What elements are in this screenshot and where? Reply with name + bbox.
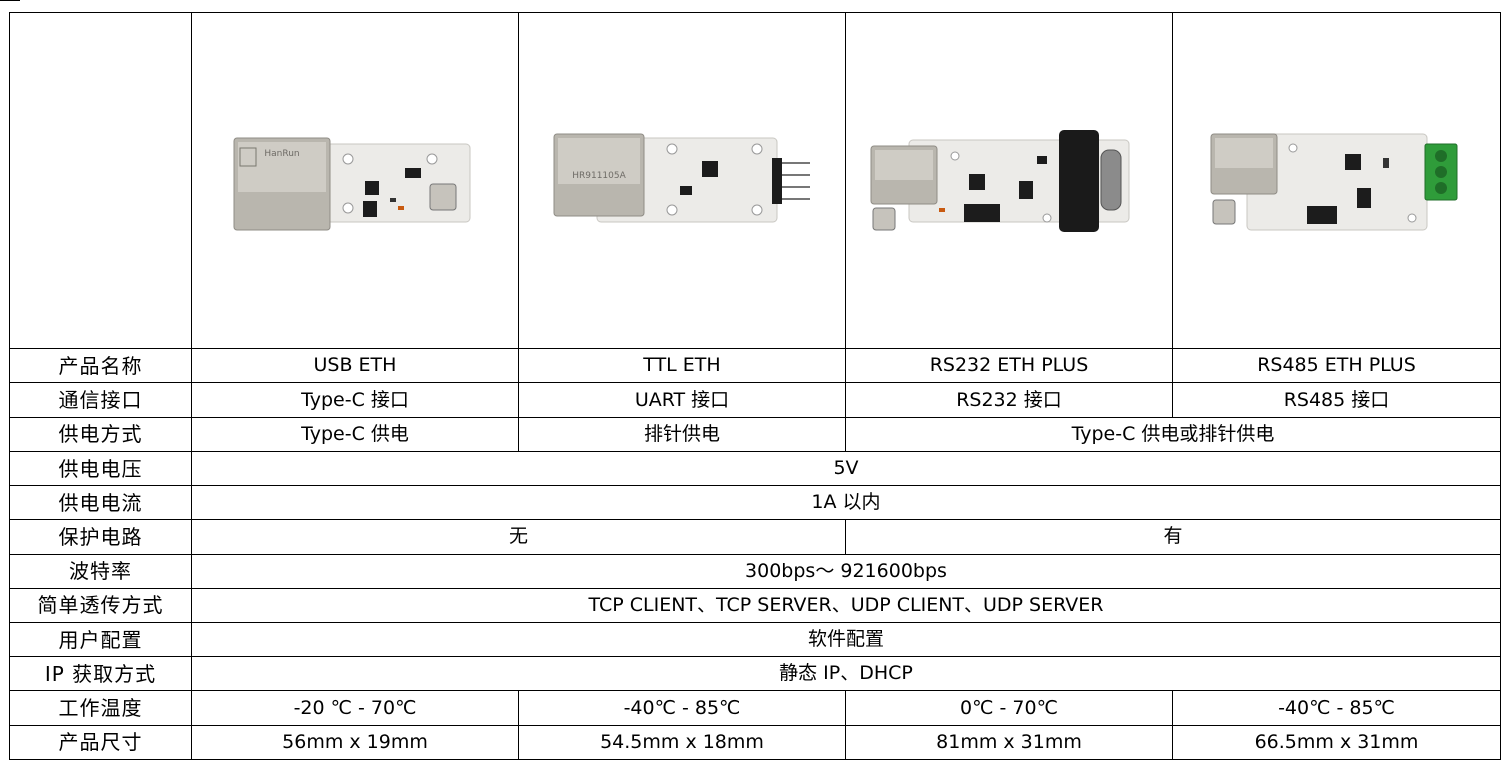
cell-name-rs232: RS232 ETH PLUS xyxy=(845,348,1173,384)
cell-temp-usb: -20 ℃ - 70℃ xyxy=(191,690,519,726)
row-voltage: 供电电压 5V xyxy=(9,450,1501,487)
cell-protection-no: 无 xyxy=(191,519,846,555)
ttl-eth-photo-cell: HR911105A xyxy=(518,11,846,350)
row-label-ip: IP 获取方式 xyxy=(9,656,192,692)
corner-mark xyxy=(0,0,20,1)
row-protection: 保护电路 无 有 xyxy=(9,519,1501,555)
cell-current: 1A 以内 xyxy=(191,485,1501,521)
jack-part-label: HR911105A xyxy=(572,171,626,181)
cell-interface-rs232: RS232 接口 xyxy=(845,382,1173,418)
spec-table: HanRun HR911105A xyxy=(9,11,1501,761)
usb-eth-board-image: HanRun xyxy=(233,137,471,231)
image-row: HanRun HR911105A xyxy=(9,11,1501,350)
image-row-header-cell xyxy=(9,11,192,350)
cell-size-rs232: 81mm x 31mm xyxy=(845,724,1173,761)
cell-size-usb: 56mm x 19mm xyxy=(191,724,519,761)
row-label-transparent: 简单透传方式 xyxy=(9,587,192,624)
row-baud: 波特率 300bps～ 921600bps xyxy=(9,553,1501,589)
cell-name-usb: USB ETH xyxy=(191,348,519,384)
cell-voltage: 5V xyxy=(191,450,1501,487)
row-transparent: 简单透传方式 TCP CLIENT、TCP SERVER、UDP CLIENT、… xyxy=(9,587,1501,624)
cell-temp-rs485: -40℃ - 85℃ xyxy=(1172,690,1501,726)
cell-interface-ttl: UART 接口 xyxy=(518,382,846,418)
rs232-eth-plus-board-image xyxy=(870,129,1130,232)
usb-eth-photo-cell: HanRun xyxy=(191,11,519,350)
row-current: 供电电流 1A 以内 xyxy=(9,485,1501,521)
row-product-name: 产品名称 USB ETH TTL ETH RS232 ETH PLUS RS48… xyxy=(9,348,1501,384)
cell-temp-rs232: 0℃ - 70℃ xyxy=(845,690,1173,726)
row-label-voltage: 供电电压 xyxy=(9,450,192,487)
cell-ip: 静态 IP、DHCP xyxy=(191,656,1501,692)
row-label-config: 用户配置 xyxy=(9,621,192,658)
row-label-interface: 通信接口 xyxy=(9,382,192,418)
row-label-size: 产品尺寸 xyxy=(9,724,192,761)
row-label-power-mode: 供电方式 xyxy=(9,416,192,452)
row-label-current: 供电电流 xyxy=(9,485,192,521)
row-size: 产品尺寸 56mm x 19mm 54.5mm x 18mm 81mm x 31… xyxy=(9,724,1501,761)
cell-power-mode-ttl: 排针供电 xyxy=(518,416,846,452)
row-label-protection: 保护电路 xyxy=(9,519,192,555)
rs485-eth-plus-photo-cell xyxy=(1172,11,1501,350)
cell-baud: 300bps～ 921600bps xyxy=(191,553,1501,589)
cell-size-rs485: 66.5mm x 31mm xyxy=(1172,724,1501,761)
cell-interface-usb: Type-C 接口 xyxy=(191,382,519,418)
row-label-product-name: 产品名称 xyxy=(9,348,192,384)
cell-protection-yes: 有 xyxy=(845,519,1501,555)
jack-brand-label: HanRun xyxy=(264,149,299,159)
cell-name-ttl: TTL ETH xyxy=(518,348,846,384)
cell-interface-rs485: RS485 接口 xyxy=(1172,382,1501,418)
cell-config: 软件配置 xyxy=(191,621,1501,658)
cell-name-rs485: RS485 ETH PLUS xyxy=(1172,348,1501,384)
row-temp: 工作温度 -20 ℃ - 70℃ -40℃ - 85℃ 0℃ - 70℃ -40… xyxy=(9,690,1501,726)
row-interface: 通信接口 Type-C 接口 UART 接口 RS232 接口 RS485 接口 xyxy=(9,382,1501,418)
rs232-eth-plus-photo-cell xyxy=(845,11,1173,350)
cell-power-mode-plus: Type-C 供电或排针供电 xyxy=(845,416,1501,452)
cell-size-ttl: 54.5mm x 18mm xyxy=(518,724,846,761)
row-config: 用户配置 软件配置 xyxy=(9,621,1501,658)
ttl-eth-board-image: HR911105A xyxy=(553,133,810,223)
row-ip: IP 获取方式 静态 IP、DHCP xyxy=(9,656,1501,692)
cell-power-mode-usb: Type-C 供电 xyxy=(191,416,519,452)
row-label-baud: 波特率 xyxy=(9,553,192,589)
cell-temp-ttl: -40℃ - 85℃ xyxy=(518,690,846,726)
cell-transparent: TCP CLIENT、TCP SERVER、UDP CLIENT、UDP SER… xyxy=(191,587,1501,624)
rs485-eth-plus-board-image xyxy=(1210,133,1457,231)
row-label-temp: 工作温度 xyxy=(9,690,192,726)
row-power-mode: 供电方式 Type-C 供电 排针供电 Type-C 供电或排针供电 xyxy=(9,416,1501,452)
